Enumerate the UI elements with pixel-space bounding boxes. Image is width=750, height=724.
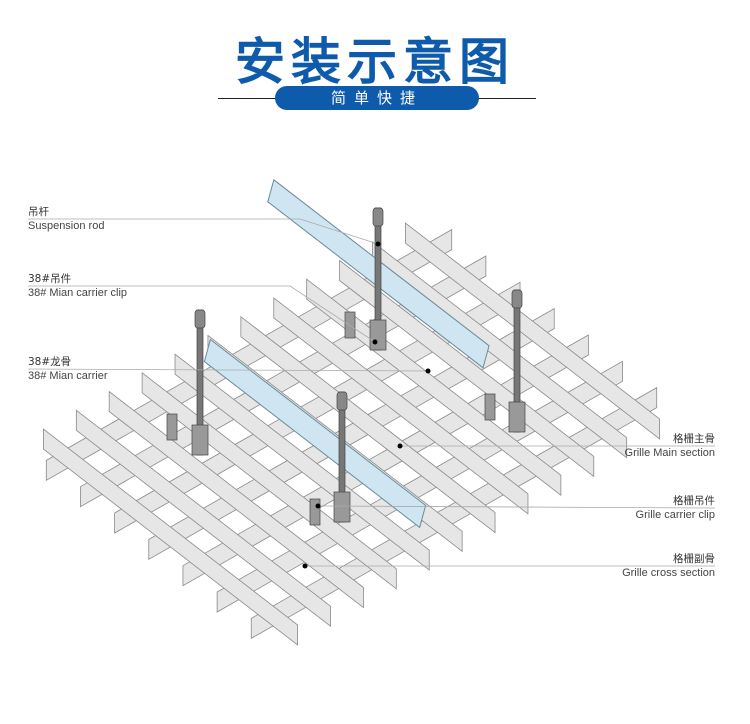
- label-cn: 吊杆: [28, 206, 49, 218]
- label-main-carrier-clip: 38#吊件 38# Mian carrier clip: [28, 272, 127, 300]
- grille-main-section: [43, 428, 299, 646]
- leader-line: [317, 505, 716, 509]
- subtitle-badge: 简单快捷: [275, 86, 479, 110]
- grille-cross-section: [80, 255, 487, 508]
- leader-dot: [372, 339, 378, 345]
- leader-dot: [375, 241, 381, 247]
- label-en: 38# Mian carrier: [28, 370, 108, 382]
- grille-carrier-clip: [309, 498, 321, 526]
- divider-left: [218, 98, 278, 99]
- label-main-carrier: 38#龙骨 38# Mian carrier: [28, 355, 107, 383]
- label-cn: 38#吊件: [28, 273, 72, 285]
- label-en: Grille Main section: [624, 447, 715, 459]
- grille-cross-section: [148, 307, 555, 561]
- page-title: 安装示意图: [235, 33, 515, 91]
- rod-top-nut: [336, 391, 348, 411]
- leader-line: [28, 218, 379, 245]
- leader-line: [27, 368, 429, 372]
- main-carrier-clip: [191, 424, 209, 456]
- label-cn: 格栅副骨: [673, 553, 715, 565]
- label-en: Grille cross section: [622, 567, 715, 579]
- leader-dot: [425, 368, 431, 374]
- label-cn: 格栅主骨: [673, 433, 715, 445]
- grille-carrier-clip: [166, 413, 178, 441]
- rod-top-nut: [194, 309, 206, 329]
- grille-cross-section: [45, 228, 453, 482]
- main-carrier-clip: [508, 401, 526, 433]
- grille-main-section: [273, 297, 529, 515]
- grille-carrier-clip: [484, 393, 496, 421]
- label-grille-main-section: 格栅主骨 Grille Main section: [625, 432, 715, 460]
- grille-main-section: [108, 390, 364, 609]
- grille-main-section: [75, 409, 331, 628]
- main-carrier-clip: [333, 491, 351, 523]
- label-suspension-rod: 吊杆 Suspension rod: [28, 205, 104, 233]
- grille-cross-section: [250, 386, 658, 640]
- leader-line: [28, 285, 376, 343]
- label-cn: 38#龙骨: [28, 356, 72, 368]
- grille-main-section: [404, 222, 660, 440]
- label-grille-cross-section: 格栅副骨 Grille cross section: [622, 552, 715, 580]
- divider-right: [476, 98, 536, 99]
- grille-main-section: [339, 259, 595, 478]
- leader-dot: [315, 503, 321, 509]
- label-grille-carrier-clip: 格栅吊件 Grille carrier clip: [636, 494, 715, 522]
- rod-top-nut: [372, 207, 384, 227]
- leader-dot: [397, 443, 403, 449]
- main-carrier-clip: [369, 319, 387, 351]
- label-cn: 格栅吊件: [673, 495, 715, 507]
- leader-dot: [302, 563, 308, 569]
- rod-top-nut: [511, 289, 523, 309]
- label-en: Grille carrier clip: [635, 509, 715, 521]
- main-carrier: [203, 338, 427, 529]
- grille-main-section: [372, 240, 628, 459]
- label-en: Suspension rod: [28, 220, 105, 232]
- grille-carrier-clip: [344, 311, 356, 339]
- label-en: 38# Mian carrier clip: [28, 287, 128, 299]
